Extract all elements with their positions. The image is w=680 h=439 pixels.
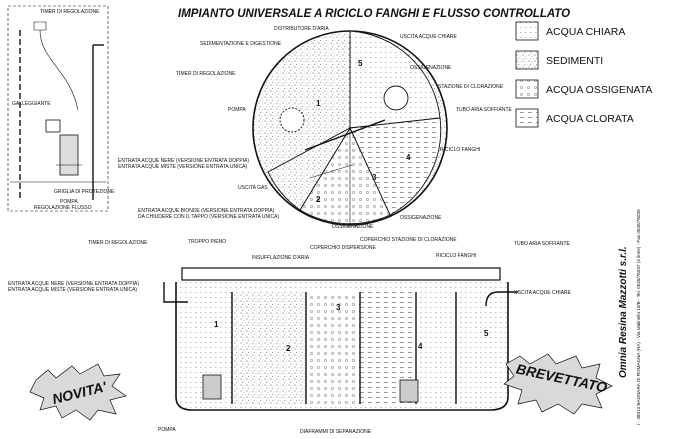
- pump-detail: TIMER DI REGOLAZIONE GALLEGGIANTE GRIGLI…: [7, 5, 115, 212]
- plan-inlet-mixed-label: ENTRATA ACQUE MISTE (VERSIONE ENTRATA UN…: [118, 164, 247, 170]
- chamber-number: 2: [286, 344, 291, 353]
- legend: ACQUA CHIARA SEDIMENTI ACQUA OSSIGENATA …: [515, 21, 652, 128]
- legend-label: ACQUA CHIARA: [546, 26, 625, 38]
- oxygenation-label: OSSIGENAZIONE: [410, 65, 452, 71]
- chamber-number: 1: [214, 320, 219, 329]
- plan-view: 1 2 3 4 5: [252, 30, 448, 226]
- legend-swatch-chiara: [515, 21, 539, 41]
- inlet-plug-label: DA CHIUDERE CON IL TAPPO (VERSIONE ENTRA…: [138, 214, 279, 220]
- section-clear-outlet-label: USCITA ACQUE CHIARE: [514, 290, 572, 296]
- chlorination-cover-label: COPERCHIO STAZIONE DI CLORAZIONE: [360, 237, 457, 243]
- legend-swatch-ossigenata: [515, 79, 539, 99]
- chamber-number: 4: [418, 342, 423, 351]
- air-pipe-label: TUBO ARIA SOFFIANTE: [456, 107, 513, 113]
- legend-label: ACQUA CLORATA: [546, 113, 634, 125]
- chamber-number: 3: [336, 303, 341, 312]
- legend-label: ACQUA OSSIGENATA: [546, 84, 652, 96]
- detail-timer-label: TIMER DI REGOLAZIONE: [40, 9, 100, 15]
- inlet-light-label: ENTRATA ACQUE BIONDE (VERSIONE ENTRATA D…: [138, 208, 275, 214]
- section-air-pipe-label: TUBO ARIA SOFFIANTE: [514, 241, 571, 247]
- plan-timer-label: TIMER DI REGOLAZIONE: [176, 71, 236, 77]
- section-inlet-mixed-label: ENTRATA ACQUE MISTE (VERSIONE ENTRATA UN…: [8, 287, 137, 293]
- oxygenation2-label: OSSIGENAZIONE: [400, 215, 442, 221]
- novita-badge: NOVITA': [29, 363, 127, 421]
- section-sludge-recycle-label: RICICLO FANGHI: [436, 253, 476, 259]
- dispersion-cover-label: COPERCHIO DISPERSIONE: [310, 245, 377, 251]
- company-address: I - 48010 BAGNARA DI ROMAGNA (RA) - Via …: [636, 209, 641, 425]
- oxygenation3-label: OSSIGENAZIONE: [332, 224, 374, 230]
- diaphragms-label: DIAFRAMMI DI SEPARAZIONE: [300, 429, 372, 435]
- section-pump-label: POMPA: [158, 427, 176, 433]
- section-inlet-black-label: ENTRATA ACQUE NERE (VERSIONE ENTRATA DOP…: [8, 281, 139, 287]
- main-title: IMPIANTO UNIVERSALE A RICICLO FANGHI E F…: [178, 8, 570, 20]
- chamber-number: 5: [484, 329, 489, 338]
- patented-badge: BREVETTATO: [503, 353, 613, 415]
- legend-swatch-sedimenti: [515, 50, 539, 70]
- sludge-recycle-label: RICICLO FANGHI: [440, 147, 480, 153]
- chlorination-label: STAZIONE DI CLORAZIONE: [438, 84, 504, 90]
- chamber-number: 5: [358, 59, 363, 68]
- detail-flow-label: REGOLAZIONE FLUSSO: [34, 205, 92, 211]
- chamber-number: 4: [406, 153, 411, 162]
- air-insufflation-label: INSUFFLAZIONE D'ARIA: [252, 255, 310, 261]
- plan-pump-label: POMPA: [228, 107, 246, 113]
- section-timer-label: TIMER DI REGOLAZIONE: [88, 240, 148, 246]
- section-view: 1 2 3 4 5: [163, 267, 518, 411]
- plan-clear-outlet-label: USCITA ACQUE CHIARE: [400, 34, 458, 40]
- gas-outlet-label: USCITA GAS: [238, 185, 268, 191]
- plan-inlet-black-label: ENTRATA ACQUE NERE (VERSIONE ENTRATA DOP…: [118, 158, 249, 164]
- detail-pump-label: POMPA: [60, 199, 78, 205]
- detail-grille-label: GRIGLIA DI PROTEZIONE: [54, 189, 115, 195]
- air-distributor-label: DISTRIBUTORE D'ARIA: [274, 26, 329, 32]
- chamber-number: 1: [316, 99, 321, 108]
- chamber-number: 3: [372, 173, 377, 182]
- overflow-label: TROPPO PIENO: [188, 239, 226, 245]
- legend-swatch-clorata: [515, 108, 539, 128]
- sedimentation-label: SEDIMENTAZIONE E DIGESTIONE: [200, 41, 282, 47]
- detail-float-label: GALLEGGIANTE: [12, 101, 51, 107]
- legend-label: SEDIMENTI: [546, 55, 603, 67]
- company-name: Omnia Resina Mazzotti s.r.l.: [618, 246, 629, 378]
- chamber-number: 2: [316, 195, 321, 204]
